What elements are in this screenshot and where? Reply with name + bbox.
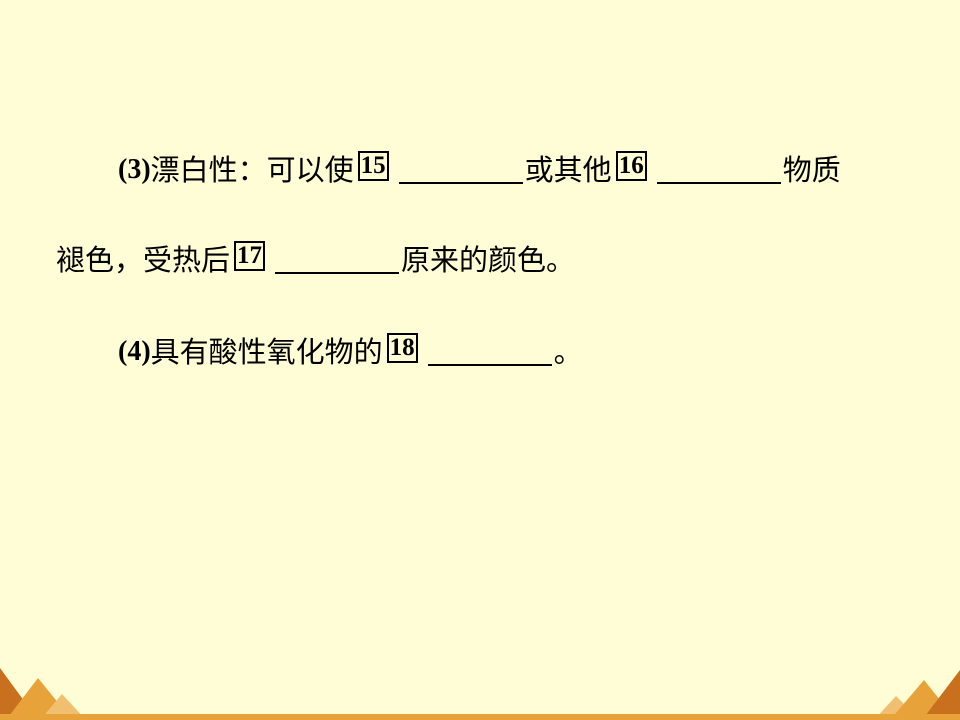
- answer-blank-15[interactable]: [398, 152, 523, 184]
- answer-box-17: 17: [234, 241, 266, 271]
- text-period: 。: [553, 335, 583, 369]
- text-fade-after-heating: 褪色，受热后: [56, 243, 231, 277]
- answer-blank-17[interactable]: [275, 242, 400, 274]
- answer-box-16: 16: [615, 151, 647, 181]
- answer-blank-16[interactable]: [656, 152, 781, 184]
- answer-box-15: 15: [357, 151, 389, 181]
- text-or-other: 或其他: [524, 153, 612, 187]
- text-substance: 物质: [782, 153, 841, 187]
- footer-bar: [0, 714, 960, 720]
- decor-right-triangles-icon: [874, 670, 960, 720]
- answer-box-18: 18: [386, 333, 418, 363]
- text-acidic-oxide: 具有酸性氧化物的: [150, 335, 383, 369]
- decor-left-triangles-icon: [0, 668, 86, 720]
- text-original-color: 原来的颜色。: [401, 243, 576, 277]
- item-label-4: (4): [118, 336, 151, 367]
- text-bleaching: 漂白性：可以使: [150, 153, 354, 187]
- item-label-3: (3): [118, 154, 151, 185]
- answer-blank-18[interactable]: [427, 334, 552, 366]
